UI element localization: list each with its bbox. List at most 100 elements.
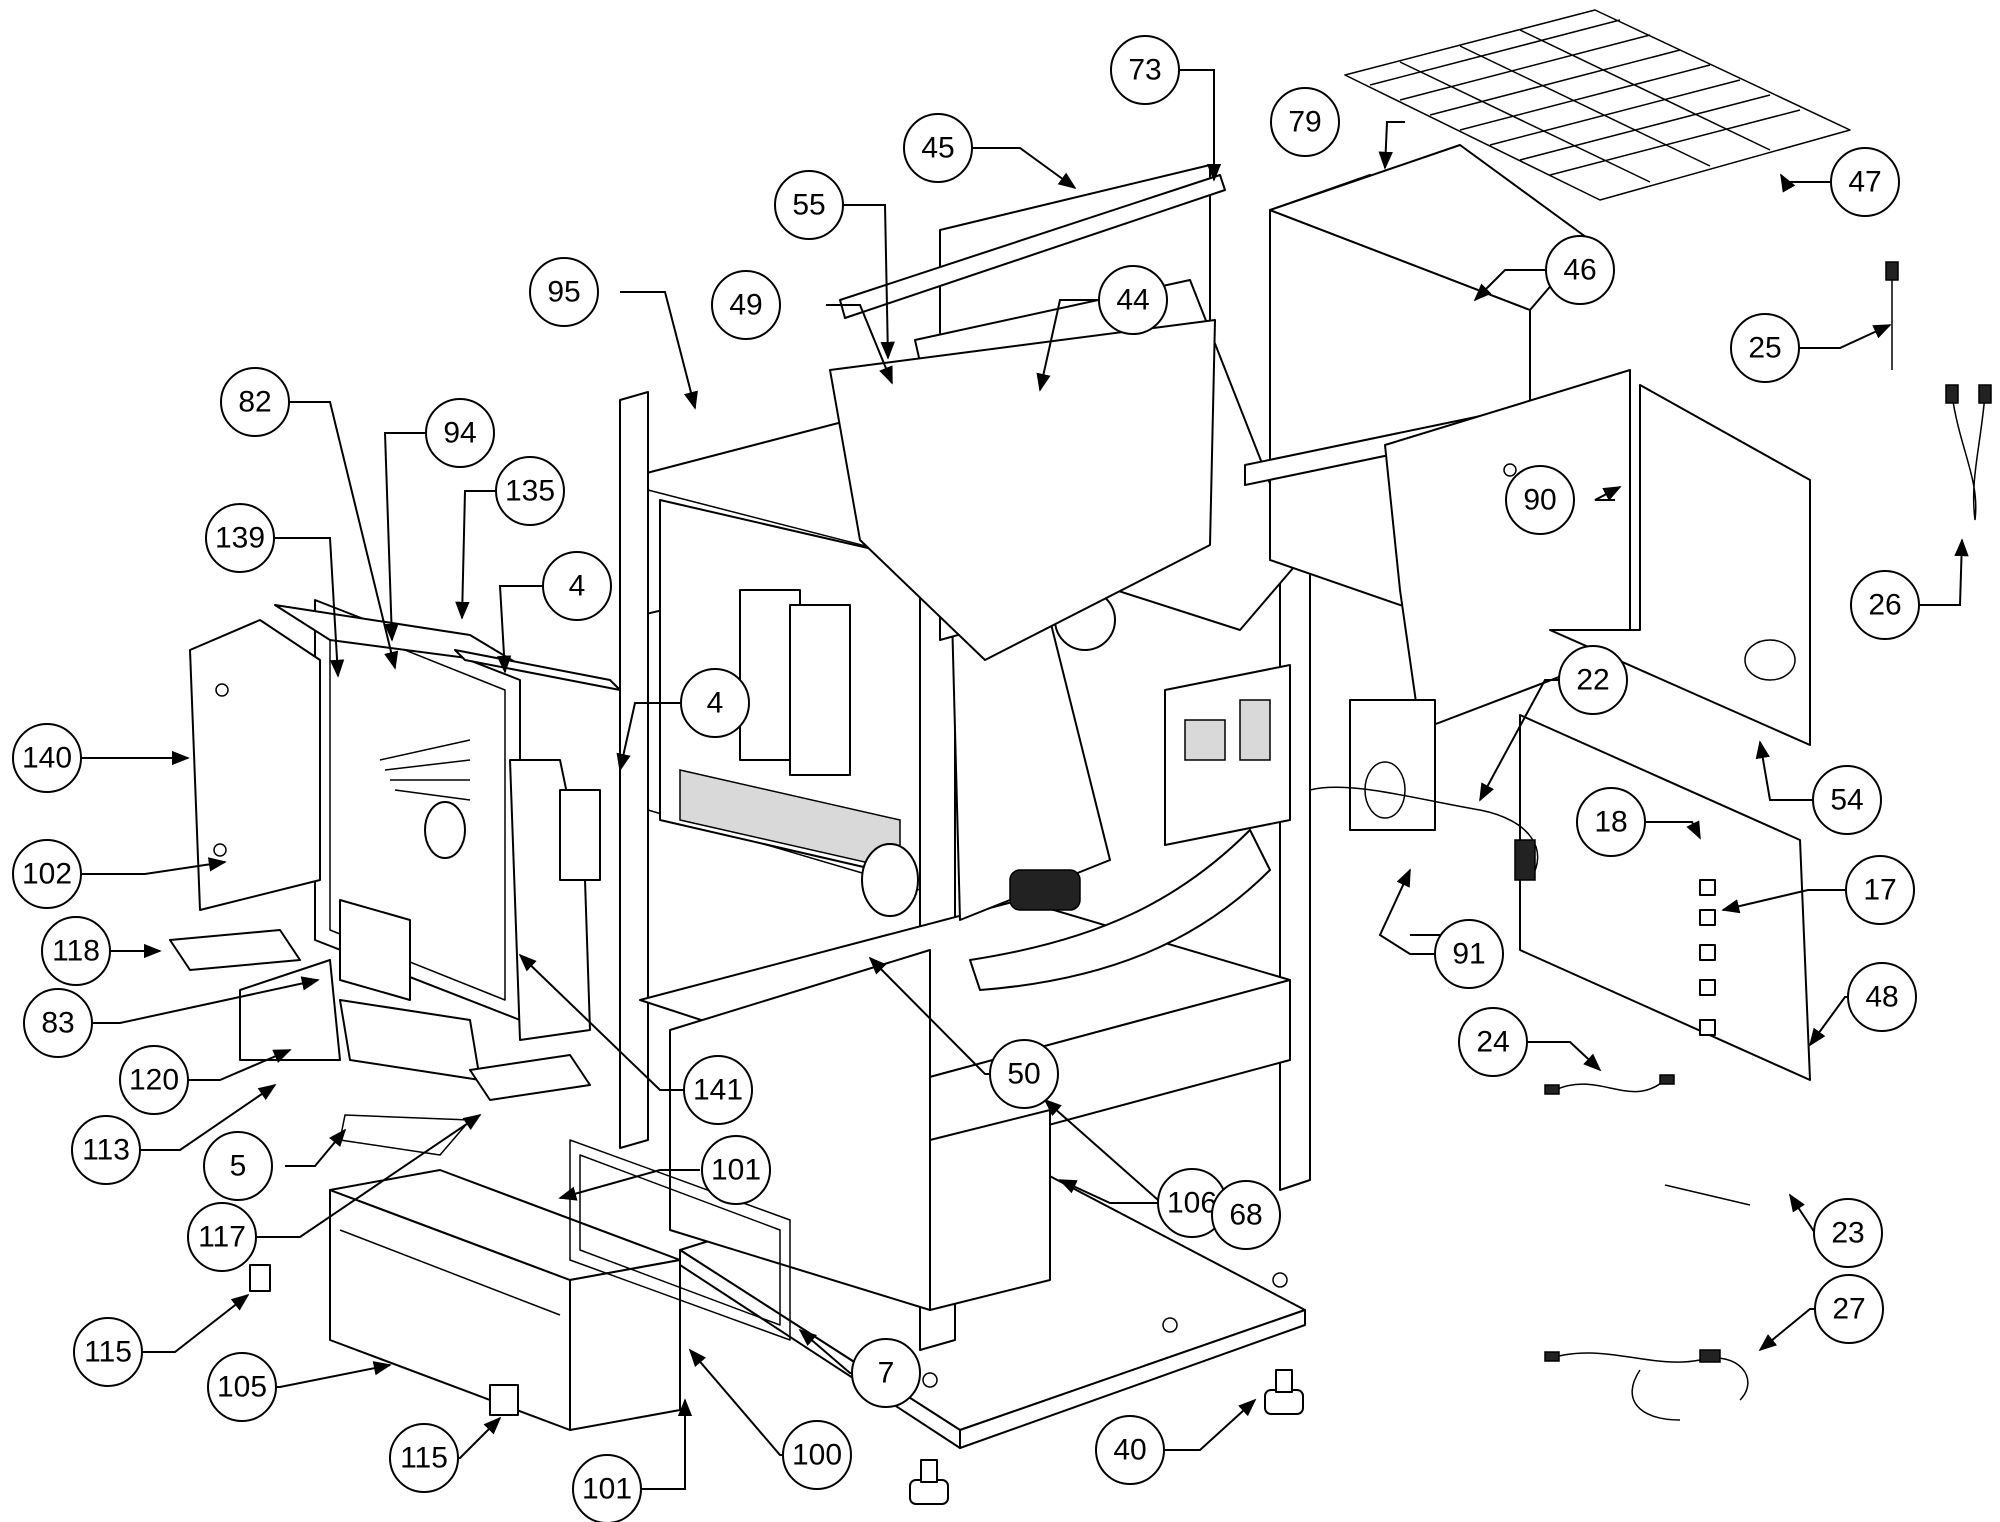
callout-47: 47 <box>1830 147 1900 217</box>
svg-text:83: 83 <box>41 1007 74 1040</box>
svg-text:115: 115 <box>400 1442 448 1475</box>
callout-45: 45 <box>903 113 973 183</box>
callout-102: 102 <box>12 839 82 909</box>
callout-95: 95 <box>529 257 599 327</box>
firebox <box>659 499 1111 921</box>
svg-text:118: 118 <box>52 935 100 968</box>
svg-text:4: 4 <box>569 570 586 603</box>
callout-94: 94 <box>425 398 495 468</box>
svg-text:105: 105 <box>217 1371 267 1404</box>
svg-text:23: 23 <box>1831 1217 1864 1250</box>
svg-text:141: 141 <box>693 1074 743 1107</box>
svg-text:45: 45 <box>921 132 954 165</box>
svg-text:135: 135 <box>505 475 555 508</box>
callout-105: 105 <box>207 1352 277 1422</box>
callout-4-lower: 4 <box>680 668 750 738</box>
callout-79: 79 <box>1270 87 1340 157</box>
ash-trays <box>169 929 591 1101</box>
callout-22: 22 <box>1558 645 1628 715</box>
svg-text:26: 26 <box>1868 589 1901 622</box>
callout-141: 141 <box>683 1055 753 1125</box>
svg-text:91: 91 <box>1452 938 1485 971</box>
callout-68: 68 <box>1211 1180 1281 1250</box>
svg-text:102: 102 <box>22 858 72 891</box>
callout-26: 26 <box>1850 570 1920 640</box>
control-board <box>1164 664 1291 846</box>
callout-73: 73 <box>1110 35 1180 105</box>
svg-text:115: 115 <box>84 1336 132 1369</box>
callout-54: 54 <box>1812 765 1882 835</box>
callout-140: 140 <box>12 723 82 793</box>
svg-text:94: 94 <box>443 417 476 450</box>
callout-120: 120 <box>119 1045 189 1115</box>
callout-83: 83 <box>23 988 93 1058</box>
svg-text:101: 101 <box>711 1154 761 1187</box>
svg-text:22: 22 <box>1576 664 1609 697</box>
callout-40: 40 <box>1095 1415 1165 1485</box>
callout-113: 113 <box>71 1115 141 1185</box>
svg-text:139: 139 <box>215 522 265 555</box>
callout-101-upper: 101 <box>701 1135 771 1205</box>
wire-harnesses <box>1544 261 1992 1421</box>
callout-44: 44 <box>1098 265 1168 335</box>
plenum <box>669 949 1051 1311</box>
svg-text:117: 117 <box>198 1221 246 1254</box>
svg-text:95: 95 <box>547 276 580 309</box>
svg-text:140: 140 <box>22 742 72 775</box>
callout-23: 23 <box>1813 1198 1883 1268</box>
callout-139: 139 <box>205 503 275 573</box>
callout-118: 118 <box>41 916 111 986</box>
callout-55: 55 <box>774 170 844 240</box>
svg-text:17: 17 <box>1863 874 1896 907</box>
callout-90: 90 <box>1505 465 1575 535</box>
callout-24: 24 <box>1458 1007 1528 1077</box>
callout-91: 91 <box>1434 919 1504 989</box>
svg-text:24: 24 <box>1476 1026 1509 1059</box>
callout-48: 48 <box>1847 962 1917 1032</box>
svg-text:54: 54 <box>1830 784 1863 817</box>
svg-text:82: 82 <box>238 386 271 419</box>
callout-17: 17 <box>1845 855 1915 925</box>
callout-25: 25 <box>1730 313 1800 383</box>
svg-text:46: 46 <box>1563 254 1596 287</box>
callout-5: 5 <box>203 1131 273 1201</box>
svg-text:18: 18 <box>1594 806 1627 839</box>
callout-18: 18 <box>1576 787 1646 857</box>
callout-115-upper: 115 <box>73 1317 143 1387</box>
callout-101-lower: 101 <box>572 1454 642 1522</box>
access-door <box>1519 714 1811 1081</box>
svg-text:7: 7 <box>878 1357 895 1390</box>
callout-50: 50 <box>989 1039 1059 1109</box>
svg-text:55: 55 <box>792 189 825 222</box>
ash-drawer <box>249 1169 681 1431</box>
leveling-feet <box>909 1369 1304 1505</box>
svg-text:100: 100 <box>792 1439 842 1472</box>
svg-text:47: 47 <box>1848 166 1881 199</box>
callout-49: 49 <box>711 270 781 340</box>
svg-text:27: 27 <box>1832 1293 1865 1326</box>
svg-text:25: 25 <box>1748 332 1781 365</box>
callout-117: 117 <box>187 1202 257 1272</box>
callout-46: 46 <box>1545 235 1615 305</box>
callout-4-upper: 4 <box>542 551 612 621</box>
svg-text:48: 48 <box>1865 981 1898 1014</box>
svg-text:120: 120 <box>129 1064 179 1097</box>
top-grate <box>1344 9 1851 201</box>
callout-106: 106 <box>1157 1168 1227 1238</box>
svg-text:113: 113 <box>82 1134 130 1167</box>
side-trim-140 <box>189 619 321 911</box>
svg-text:40: 40 <box>1113 1434 1146 1467</box>
parts-artwork <box>169 9 1992 1505</box>
svg-text:4: 4 <box>707 687 724 720</box>
callout-27: 27 <box>1814 1274 1884 1344</box>
svg-text:5: 5 <box>230 1150 247 1183</box>
side-panel-right <box>1384 369 1631 731</box>
callout-82: 82 <box>220 367 290 437</box>
svg-text:90: 90 <box>1523 484 1556 517</box>
svg-text:101: 101 <box>582 1473 632 1506</box>
callout-135: 135 <box>495 456 565 526</box>
svg-text:79: 79 <box>1288 106 1321 139</box>
svg-text:49: 49 <box>729 289 762 322</box>
svg-text:106: 106 <box>1167 1187 1217 1220</box>
